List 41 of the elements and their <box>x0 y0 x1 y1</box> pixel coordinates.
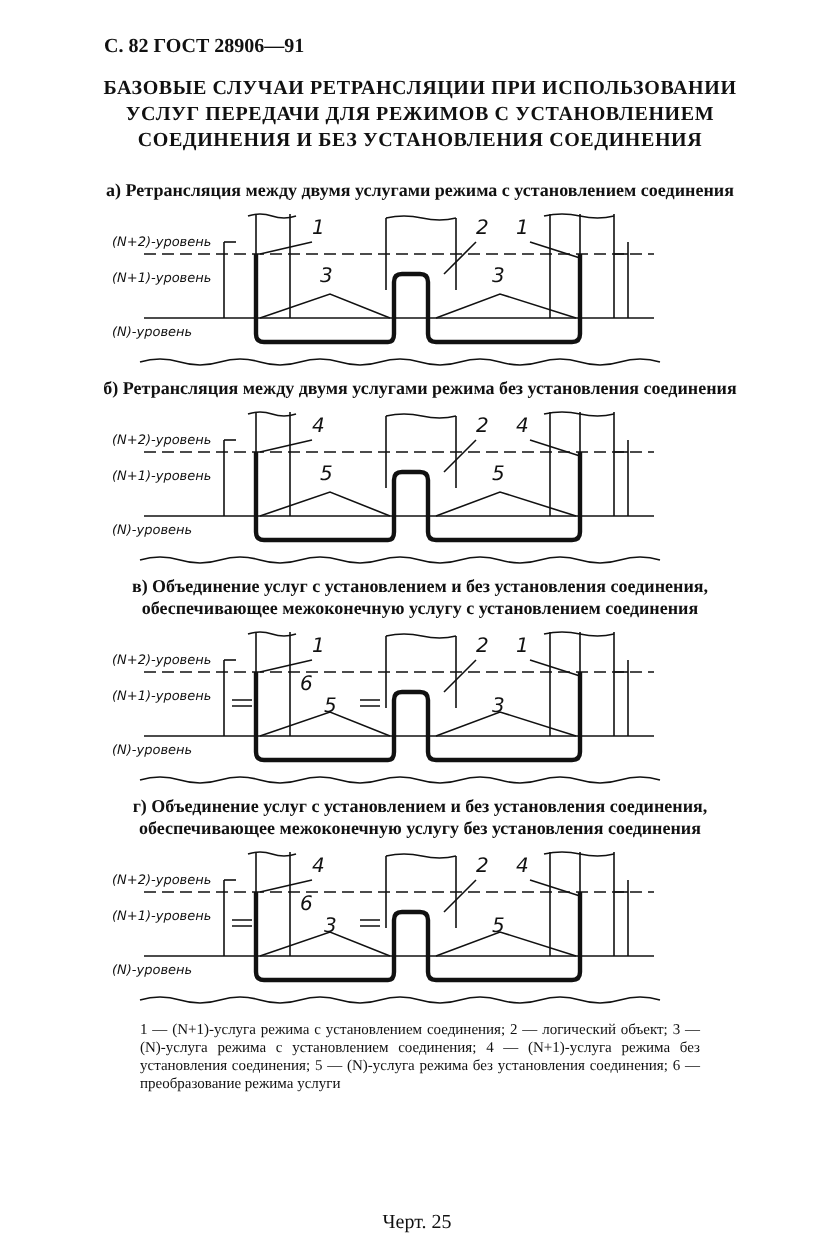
leader-line <box>259 241 313 255</box>
leader-line <box>443 241 477 275</box>
callout-number: 6 <box>300 674 313 698</box>
callout-number: 2 <box>476 636 489 660</box>
leader-line <box>443 439 477 473</box>
leader-line <box>529 879 581 897</box>
callout-number: 4 <box>516 416 529 440</box>
leader-line <box>259 439 313 453</box>
callout-number: 5 <box>320 464 333 488</box>
callout-number: 4 <box>312 416 325 440</box>
callout-number: 5 <box>492 464 505 488</box>
title: БАЗОВЫЕ СЛУЧАИ РЕТРАНСЛЯЦИИ ПРИ ИСПОЛЬЗОВАНИИ УСЛУГ ПЕРЕДАЧИ ДЛЯ РЕЖИМОВ С УСТАНОВЛЕНИЕМ СОЕДИНЕНИЯ И БЕЗ УСТАНОВЛЕНИЯ СОЕДИНЕНИЯ <box>101 76 739 154</box>
callout-number: 3 <box>320 266 333 290</box>
panel-heading: а) Ретрансляция между двумя услугами режима с установлением соединения <box>104 180 736 202</box>
callout-number: 4 <box>312 856 325 880</box>
callout-number: 4 <box>516 856 529 880</box>
callout-number: 3 <box>492 696 505 720</box>
leader-line <box>529 439 581 457</box>
caption: Черт. 25 <box>380 1212 454 1234</box>
page-header: С. 82 ГОСТ 28906—91 <box>104 36 305 58</box>
callout-number: 1 <box>516 636 529 660</box>
callout-number: 3 <box>492 266 505 290</box>
leader-line <box>259 659 313 673</box>
callout-number: 2 <box>476 416 489 440</box>
callout-number: 2 <box>476 856 489 880</box>
panel-heading: б) Ретрансляция между двумя услугами режима без установления соединения <box>101 378 739 400</box>
callout-number: 1 <box>312 218 325 242</box>
callout-number: 5 <box>492 916 505 940</box>
callout-number: 5 <box>324 696 337 720</box>
leader-line <box>529 659 581 677</box>
panel-heading: г) Объединение услуг с установлением и без установления соединения, обеспечивающее межоконечную услугу без установления соединения <box>130 796 710 840</box>
callout-number: 2 <box>476 218 489 242</box>
callout-number: 1 <box>312 636 325 660</box>
panel-heading: в) Объединение услуг с установлением и без установления соединения, обеспечивающее межоконечную услугу с установлением соединения <box>129 576 711 620</box>
callout-number: 3 <box>324 916 337 940</box>
callout-number: 1 <box>516 218 529 242</box>
leader-line <box>443 879 477 913</box>
leader-line <box>443 659 477 693</box>
leader-line <box>529 241 581 259</box>
callout-number: 6 <box>300 894 313 918</box>
leader-line <box>259 879 313 893</box>
